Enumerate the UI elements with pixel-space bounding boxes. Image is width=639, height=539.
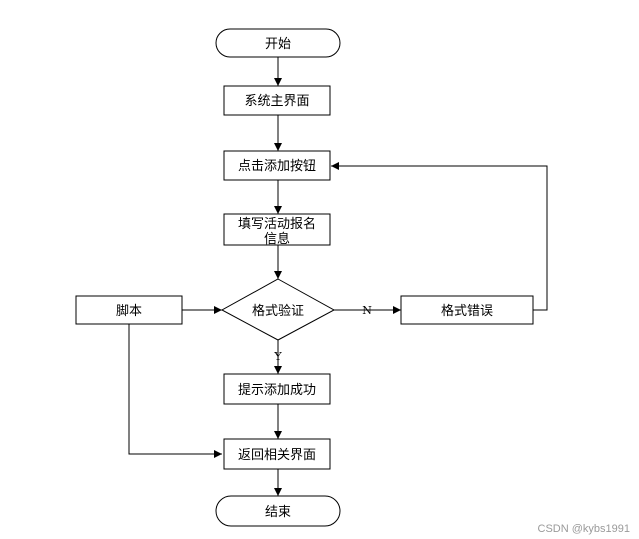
node-end-label: 结束 [265,505,291,520]
node-main-ui-label: 系统主界面 [244,94,309,109]
node-start: 开始 [215,28,341,58]
node-format-error-label: 格式错误 [441,303,493,319]
node-start-label: 开始 [265,37,291,52]
node-script: 脚本 [75,295,183,325]
process-shape [400,295,534,325]
node-fill-info-label-line2: 信息 [264,231,290,247]
edge-label-no: N [362,304,372,317]
node-fill-info: 填写活动报名 信息 [223,213,331,247]
node-click-add-label: 点击添加按钮 [238,159,316,174]
decision-shape [220,278,336,341]
process-shape [223,373,331,405]
edge-label-yes: Y [273,350,282,363]
process-shape [223,438,331,470]
process-shape [223,150,331,181]
node-click-add: 点击添加按钮 [223,150,331,181]
node-main-ui: 系统主界面 [223,85,331,116]
node-return-page: 返回相关界面 [223,438,331,470]
node-add-success-label: 提示添加成功 [238,382,316,398]
process-shape [223,213,331,246]
edge-error-loop-to-click [331,162,548,311]
terminal-shape [215,495,341,527]
node-format-error: 格式错误 [400,295,534,325]
process-shape [75,295,183,325]
edge-script-to-return [128,324,222,458]
node-add-success: 提示添加成功 [223,373,331,405]
node-format-check: 格式验证 [220,278,336,341]
watermark: CSDN @kybs1991 [538,523,630,535]
node-script-label: 脚本 [116,303,142,319]
node-format-check-label: 格式验证 [252,303,304,319]
edges [128,57,548,496]
process-shape [223,85,331,116]
node-fill-info-label-line1: 填写活动报名 [238,216,316,232]
terminal-shape [215,28,341,58]
node-return-page-label: 返回相关界面 [238,448,316,463]
node-end: 结束 [215,495,341,527]
